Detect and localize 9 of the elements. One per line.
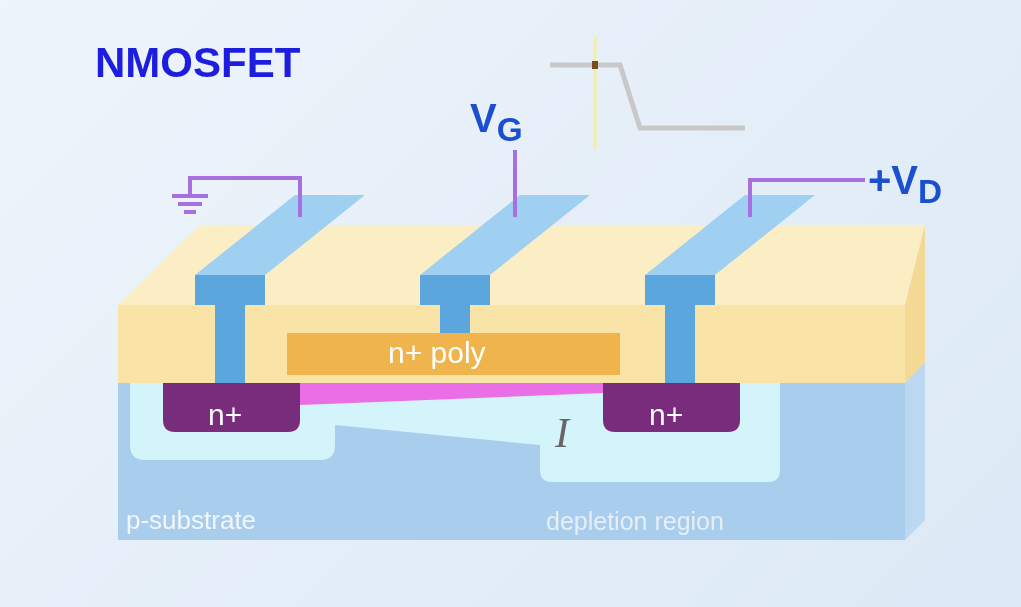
region-label: n+ poly [388, 338, 486, 368]
current-symbol: I [555, 412, 569, 454]
voltage-label: V$_{G}$ [470, 98, 523, 147]
region-label: p-substrate [126, 507, 257, 533]
diagram-title: NMOSFET [95, 42, 301, 84]
region-label: n+ [649, 400, 684, 430]
region-label: depletion region [546, 509, 724, 534]
region-label: n+ [208, 400, 243, 430]
voltage-label: +V$_{D}$ [868, 160, 943, 209]
